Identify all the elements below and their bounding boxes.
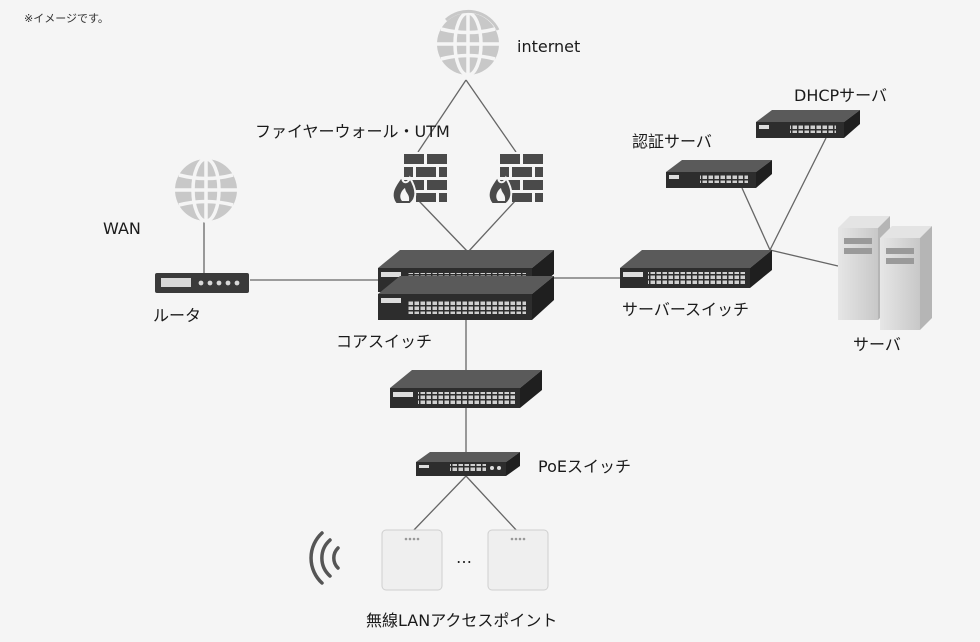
- link-fw2-core: [467, 199, 517, 253]
- link-internet-fw2: [465, 79, 517, 153]
- core-switch-label: コアスイッチ: [336, 332, 433, 351]
- core-switch-icon: [378, 250, 554, 320]
- auth-server-icon: [666, 160, 772, 188]
- wifi-signal-icon: [309, 531, 340, 585]
- dhcp-server-icon: [756, 110, 860, 138]
- wireless-ap-label: 無線LANアクセスポイント: [366, 611, 558, 630]
- router-label: ルータ: [153, 306, 202, 325]
- poe-switch-icon: [416, 452, 520, 476]
- link-poe-ap2: [465, 475, 519, 533]
- link-internet-fw1: [417, 79, 467, 153]
- access-point-icon-2: [487, 529, 549, 591]
- wan-globe-icon: [175, 157, 237, 223]
- link-ss-dhcp: [769, 137, 827, 251]
- link-ss-server: [769, 249, 839, 267]
- more-access-points-ellipsis: …: [456, 548, 474, 567]
- image-note: ※イメージです。: [24, 12, 109, 25]
- server-label: サーバ: [853, 335, 901, 354]
- internet-label: internet: [517, 37, 581, 56]
- poe-switch-label: PoEスイッチ: [538, 457, 631, 476]
- wan-label: WAN: [103, 219, 141, 238]
- firewall-icon-2: [487, 152, 544, 205]
- auth-server-label: 認証サーバ: [632, 132, 712, 151]
- access-point-icon-1: [381, 529, 443, 591]
- connection-lines: [203, 79, 839, 533]
- link-fw1-core: [417, 199, 469, 253]
- link-poe-ap1: [411, 475, 467, 533]
- server-tower-icon: [838, 216, 932, 330]
- router-icon: [155, 273, 249, 293]
- dhcp-server-label: DHCPサーバ: [794, 86, 888, 105]
- link-ss-auth: [741, 187, 771, 251]
- server-switch-icon: [620, 250, 772, 288]
- firewall-label: ファイヤーウォール・UTM: [255, 122, 450, 141]
- firewall-icon-1: [391, 152, 448, 205]
- distribution-switch-icon: [390, 370, 542, 408]
- server-switch-label: サーバースイッチ: [622, 300, 750, 319]
- internet-globe-icon: [437, 9, 500, 77]
